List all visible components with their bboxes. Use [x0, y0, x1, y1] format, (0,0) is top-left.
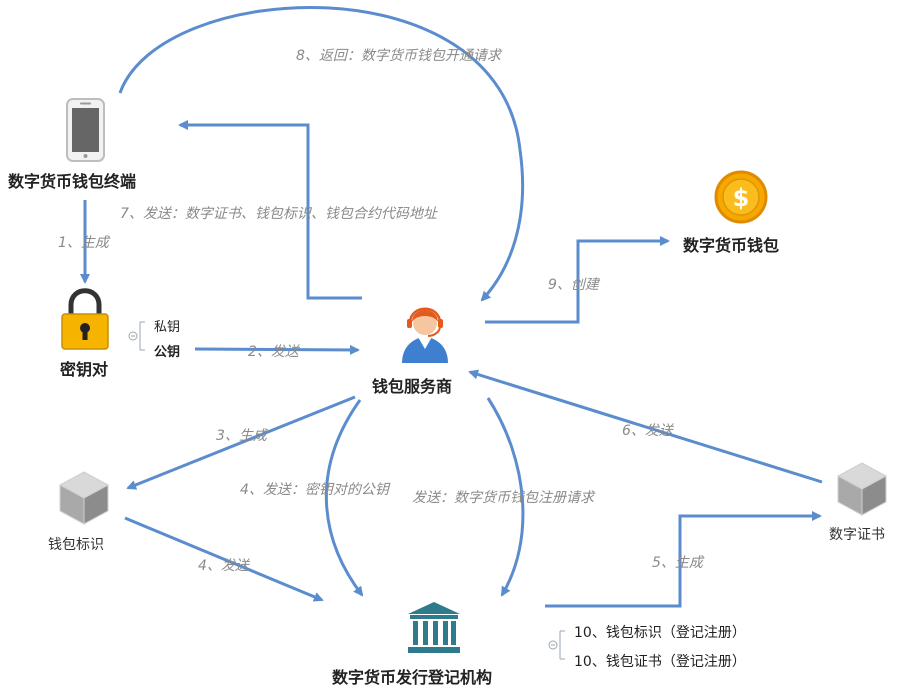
registry-label: 数字货币发行登记机构 — [332, 668, 493, 687]
private-key-item: 私钥 — [154, 320, 181, 335]
edge-7 — [178, 120, 362, 300]
edge-label-6: 6、发送 — [622, 423, 673, 439]
edge-label-1: 1、生成 — [58, 235, 109, 251]
edge-label-2: 2、发送 — [248, 344, 299, 360]
edge-label-3: 3、生成 — [216, 428, 267, 444]
coin-icon: $ — [714, 170, 768, 224]
edge-8 — [118, 5, 525, 302]
registry-item-wallet-id: 10、钱包标识（登记注册） — [574, 625, 746, 641]
edge-2 — [194, 344, 360, 355]
cube-icon — [58, 471, 110, 525]
edge-label-7: 7、发送：数字证书、钱包标识、钱包合约代码地址 — [120, 206, 437, 222]
edge-label-4c: 发送：数字货币钱包注册请求 — [412, 490, 594, 506]
edge-label-4a: 4、发送：密钥对的公钥 — [240, 482, 389, 498]
edge-3 — [126, 395, 356, 490]
service-label: 钱包服务商 — [372, 377, 453, 396]
lock-icon — [61, 288, 109, 350]
public-key-item: 公钥 — [154, 345, 181, 360]
edge-label-8: 8、返回：数字货币钱包开通请求 — [296, 48, 501, 64]
wallet-id-label: 钱包标识 — [48, 537, 104, 553]
edge-9 — [485, 236, 670, 324]
edge-label-9: 9、创建 — [548, 277, 599, 293]
collapse-icon — [548, 640, 558, 650]
certificate-label: 数字证书 — [829, 527, 885, 543]
edge-4b — [124, 516, 324, 602]
svg-text:$: $ — [733, 184, 750, 212]
edge-label-5: 5、生成 — [652, 555, 703, 571]
edge-label-4b: 4、发送 — [198, 558, 249, 574]
collapse-icon — [128, 331, 138, 341]
agent-icon — [402, 307, 448, 363]
wallet-label: 数字货币钱包 — [683, 236, 780, 255]
edge-5 — [545, 511, 822, 608]
registry-item-certificate: 10、钱包证书（登记注册） — [574, 654, 746, 670]
phone-icon — [66, 98, 105, 162]
cube-icon — [836, 462, 888, 516]
keypair-label: 密钥对 — [60, 360, 109, 379]
bank-icon — [408, 602, 460, 653]
edge-6 — [468, 369, 823, 484]
terminal-label: 数字货币钱包终端 — [8, 172, 137, 191]
edge-4a — [324, 399, 364, 597]
edge-4c — [486, 397, 525, 597]
